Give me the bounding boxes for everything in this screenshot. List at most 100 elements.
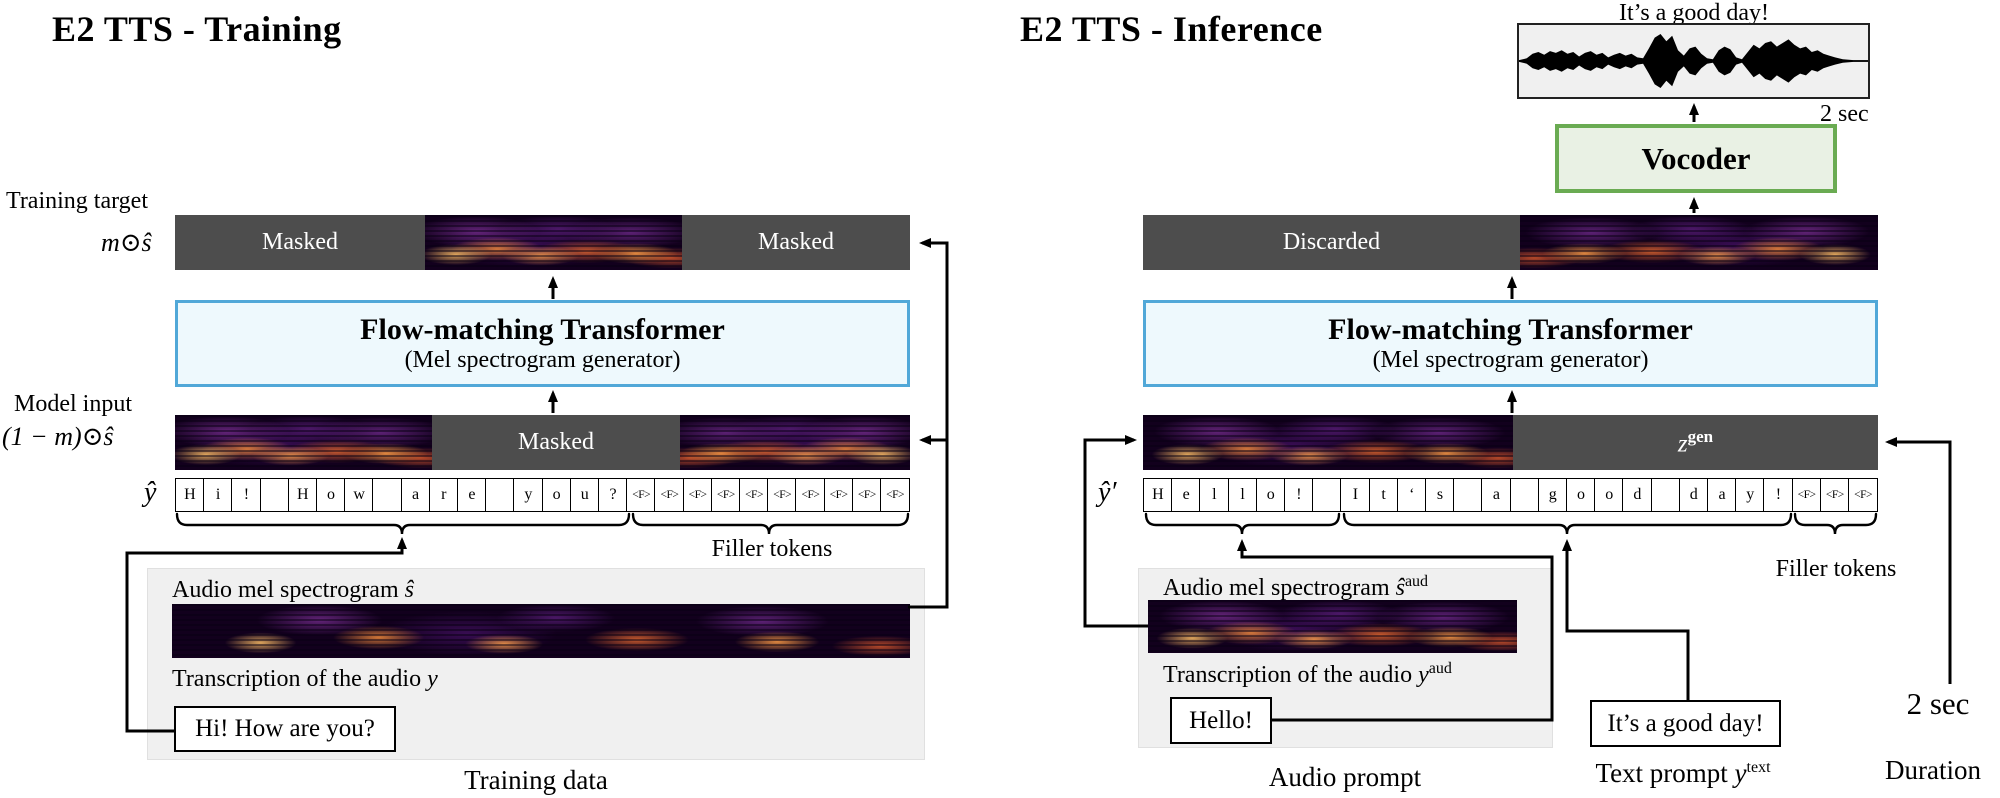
masked-label: Masked	[262, 229, 338, 255]
token-cell: a	[1481, 478, 1512, 512]
token-cell: ?	[598, 478, 628, 512]
token-cell: <F>	[823, 478, 854, 512]
discarded-label: Discarded	[1282, 229, 1381, 255]
token-cell: y	[513, 478, 544, 512]
transcription-label: Transcription of the audio y	[172, 666, 438, 692]
generated-speech-caption: It’s a good day!	[1619, 0, 1769, 26]
token-cell: o	[1255, 478, 1286, 512]
token-cell	[372, 478, 403, 512]
token-cell: i	[203, 478, 234, 512]
audio-mel-spectrogram-label: Audio mel spectrogram ŝaud	[1163, 573, 1429, 601]
training-target-math: m⊙ŝ	[101, 228, 152, 257]
token-cell: H	[175, 478, 205, 512]
token-cell: !	[1763, 478, 1794, 512]
masked-segment-right: Masked	[682, 215, 910, 270]
token-cell: <F>	[880, 478, 910, 512]
training-target-bar: Masked Masked	[175, 215, 910, 270]
spectrogram-segment	[680, 415, 910, 470]
vocoder-box: Vocoder	[1555, 124, 1837, 193]
token-sequence-variable: ŷ	[144, 477, 157, 508]
token-cell: a	[1707, 478, 1737, 512]
generated-waveform	[1517, 23, 1870, 99]
waveform-duration-label: 2 sec	[1820, 101, 1869, 127]
token-cell	[485, 478, 516, 512]
inference-input-bar: zgen	[1143, 415, 1878, 470]
discarded-segment: Discarded	[1143, 215, 1520, 270]
inference-output-bar: Discarded	[1143, 215, 1878, 270]
token-cell: u	[569, 478, 600, 512]
token-cell: <F>	[1791, 478, 1822, 512]
masked-segment-middle: Masked	[432, 415, 680, 470]
token-cell	[1453, 478, 1484, 512]
transformer-subtitle: (Mel spectrogram generator)	[404, 347, 681, 373]
token-cell: <F>	[710, 478, 741, 512]
audio-mel-spectrogram-label: Audio mel spectrogram ŝ	[172, 577, 414, 603]
token-cell: l	[1199, 478, 1230, 512]
masked-label: Masked	[518, 429, 594, 455]
audio-prompt-spectrogram	[1148, 600, 1517, 653]
connector-duration-to-zgen	[1885, 437, 1952, 684]
token-cell: <F>	[851, 478, 882, 512]
token-cell: e	[1171, 478, 1202, 512]
token-cell: ‘	[1396, 478, 1427, 512]
token-cell	[1312, 478, 1343, 512]
filler-tokens-label: Filler tokens	[1775, 556, 1897, 582]
brace-hello-tokens	[1144, 512, 1341, 535]
audio-prompt-transcript-box: Hello!	[1170, 697, 1272, 744]
token-cell: <F>	[739, 478, 769, 512]
flow-matching-transformer-box: Flow-matching Transformer (Mel spectrogr…	[1143, 300, 1878, 387]
token-cell: I	[1340, 478, 1371, 512]
transformer-title: Flow-matching Transformer	[360, 313, 725, 346]
token-cell	[1650, 478, 1681, 512]
token-cell: <F>	[682, 478, 713, 512]
training-audio-spectrogram	[172, 604, 910, 658]
token-cell: <F>	[654, 478, 685, 512]
token-cell: l	[1227, 478, 1258, 512]
token-cell: w	[344, 478, 375, 512]
duration-caption: Duration	[1885, 755, 1981, 785]
text-prompt-box: It’s a good day!	[1590, 700, 1781, 747]
token-cell: <F>	[1819, 478, 1850, 512]
filler-tokens-label: Filler tokens	[711, 536, 833, 562]
flow-matching-transformer-box: Flow-matching Transformer (Mel spectrogr…	[175, 300, 910, 387]
token-cell: s	[1425, 478, 1455, 512]
audio-prompt-caption: Audio prompt	[1268, 762, 1422, 792]
token-cell: d	[1678, 478, 1709, 512]
token-cell: !	[1284, 478, 1314, 512]
transformer-subtitle: (Mel spectrogram generator)	[1372, 347, 1649, 373]
connector-textprompt-to-tokens	[1562, 539, 1690, 700]
token-cell: e	[457, 478, 487, 512]
masked-segment-left: Masked	[175, 215, 425, 270]
text-prompt-caption: Text prompt ytext	[1595, 758, 1771, 788]
transcription-label: Transcription of the audio yaud	[1163, 660, 1452, 688]
brace-textprompt-tokens	[1342, 512, 1793, 535]
z-gen-label: zgen	[1677, 426, 1714, 458]
token-sequence-variable: ŷ′	[1098, 477, 1117, 508]
token-cell: <F>	[626, 478, 657, 512]
waveform-graphic	[1519, 34, 1868, 88]
training-transcript-box: Hi! How are you?	[174, 706, 396, 752]
token-cell: r	[428, 478, 459, 512]
brace-text-tokens	[175, 512, 631, 535]
audio-prompt-spectrogram-segment	[1143, 415, 1513, 470]
z-gen-segment: zgen	[1513, 415, 1878, 470]
duration-value: 2 sec	[1906, 686, 1970, 721]
model-input-bar: Masked	[175, 415, 910, 470]
token-cell: H	[1143, 478, 1173, 512]
token-cell: y	[1735, 478, 1766, 512]
token-cell: a	[400, 478, 431, 512]
token-cell: <F>	[795, 478, 826, 512]
token-cell	[259, 478, 290, 512]
token-cell: o	[1594, 478, 1625, 512]
token-cell: t	[1368, 478, 1399, 512]
token-cell	[1509, 478, 1540, 512]
token-cell: g	[1537, 478, 1568, 512]
token-cell: o	[1566, 478, 1596, 512]
token-cell: H	[287, 478, 318, 512]
model-input-label: Model input	[14, 391, 132, 417]
token-cell: d	[1622, 478, 1653, 512]
training-data-caption: Training data	[464, 765, 608, 795]
masked-label: Masked	[758, 229, 834, 255]
